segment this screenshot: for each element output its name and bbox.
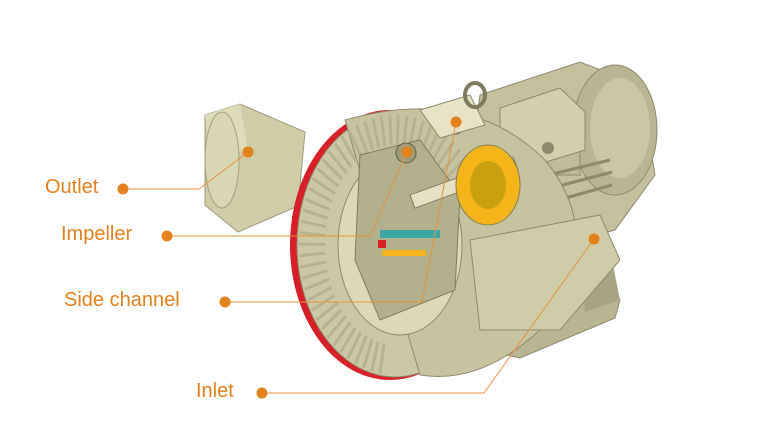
outlet-pipe: [204, 103, 306, 233]
leader-lines: [123, 121, 595, 394]
leader-impeller: [167, 151, 408, 237]
fin: [304, 197, 331, 211]
fin: [354, 335, 368, 365]
dot-icon: [219, 296, 231, 308]
fin: [340, 136, 358, 163]
dot-icon: [161, 230, 173, 242]
dot-icon: [117, 183, 129, 195]
label-inlet: Inlet: [196, 380, 234, 402]
dot-icon: [588, 233, 600, 245]
fin: [311, 176, 336, 195]
fin: [402, 115, 409, 146]
leader-side-channel: [225, 121, 457, 303]
label-side-channel: Side channel: [64, 289, 180, 311]
fin: [300, 260, 327, 269]
fin: [371, 118, 381, 148]
fin: [431, 134, 448, 162]
fin: [321, 158, 344, 181]
fin: [301, 269, 328, 280]
dot-icon: [450, 116, 462, 128]
fin: [388, 115, 393, 146]
dot-icon: [256, 387, 268, 399]
fin: [362, 339, 374, 369]
fin: [300, 219, 327, 229]
fin: [333, 142, 353, 168]
fin: [326, 315, 347, 339]
fin: [441, 148, 462, 173]
fin: [315, 301, 339, 322]
fin: [347, 130, 363, 158]
fin: [320, 308, 343, 331]
lifting-eye-icon: [463, 81, 487, 109]
dot-icon: [242, 146, 254, 158]
label-impeller: Impeller: [61, 223, 133, 245]
fin: [307, 187, 333, 203]
callout-dots: [117, 116, 600, 399]
fin: [299, 251, 326, 258]
fin: [316, 167, 340, 188]
fin: [307, 286, 333, 302]
fin: [378, 343, 386, 374]
fin: [363, 121, 375, 151]
fin: [304, 277, 330, 291]
fin: [311, 293, 336, 312]
fin: [339, 326, 357, 353]
fin: [299, 231, 326, 237]
label-outlet: Outlet: [45, 176, 99, 198]
impeller-cutaway: [337, 81, 521, 336]
fin: [395, 115, 400, 146]
leader-outlet: [123, 151, 249, 190]
fin: [379, 116, 387, 147]
fin: [370, 341, 380, 372]
fin: [346, 331, 363, 359]
dot-icon: [401, 146, 413, 158]
fin: [355, 125, 369, 154]
fin: [436, 141, 455, 167]
leader-inlet: [262, 238, 595, 394]
fin: [327, 150, 348, 174]
fin: [332, 321, 352, 347]
fin: [302, 208, 329, 220]
